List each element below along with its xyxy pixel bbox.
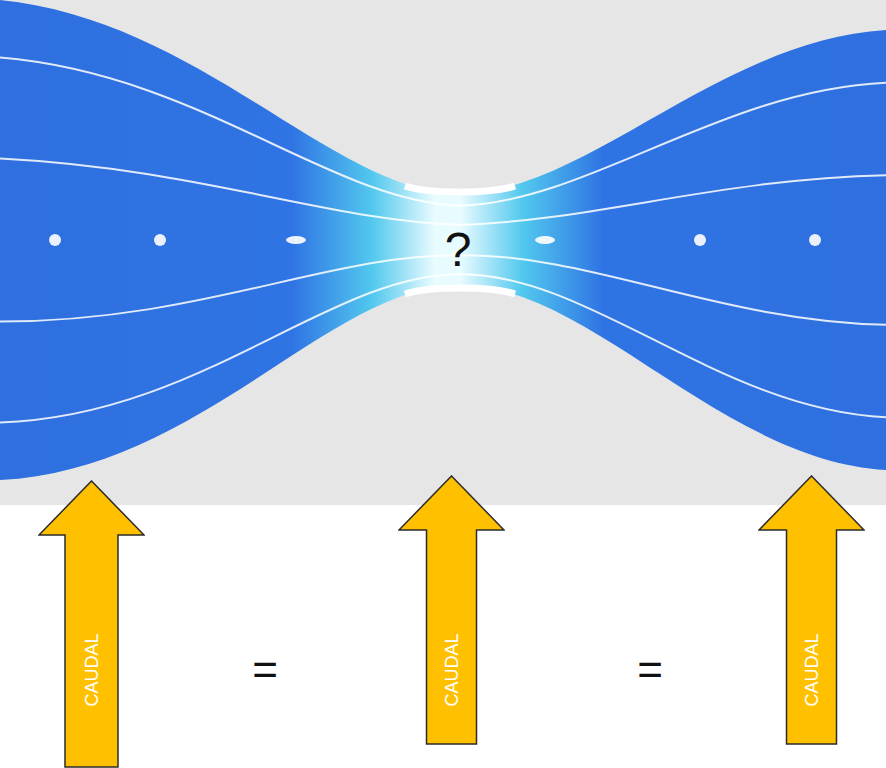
arrow-shape [38, 480, 145, 768]
arrow-label: CAUDAL [443, 633, 461, 706]
center-particles [49, 234, 821, 246]
arrow-label: CAUDAL [83, 633, 101, 706]
arrow-label: CAUDAL [803, 633, 821, 706]
flow-arrow: CAUDAL [398, 475, 505, 745]
flow-arrow: CAUDAL [758, 475, 865, 745]
throat-walls [405, 186, 515, 294]
unknown-mark: ? [445, 226, 472, 274]
streamlines [0, 58, 886, 423]
equals-sign: = [637, 648, 663, 692]
equals-sign: = [252, 648, 278, 692]
fluid-flow [0, 0, 886, 480]
flow-arrow: CAUDAL [38, 480, 145, 768]
background-panel [0, 0, 886, 505]
